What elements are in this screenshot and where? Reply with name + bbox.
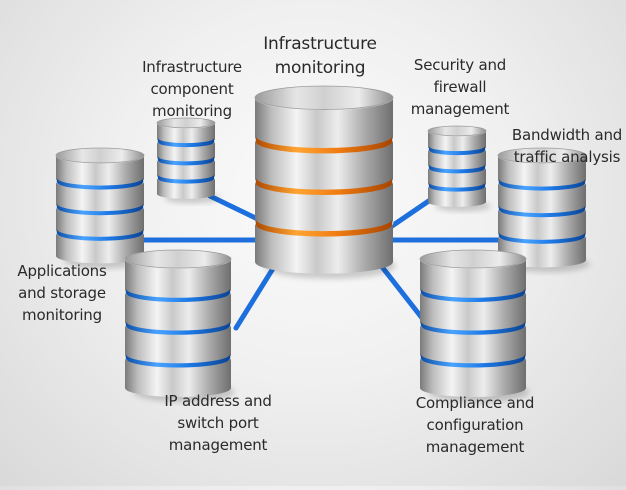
database-icon-applications-storage xyxy=(55,147,148,269)
tier-band xyxy=(126,288,230,303)
tier-band xyxy=(429,164,485,174)
label-line: Infrastructure xyxy=(142,58,242,76)
label-line: Compliance and xyxy=(415,394,535,412)
label-line: management xyxy=(410,100,510,118)
label-line: Bandwidth and xyxy=(511,126,623,144)
tier-band xyxy=(126,354,230,368)
label-line: monitoring xyxy=(152,102,232,120)
tier-band xyxy=(499,179,585,191)
label-line: component xyxy=(150,80,234,98)
label-line: firewall xyxy=(433,78,487,96)
label-infra-component: Infrastructure component monitoring xyxy=(142,56,242,122)
label-line: monitoring xyxy=(22,306,102,324)
label-line: switch port xyxy=(177,414,259,432)
label-line: monitoring xyxy=(274,58,366,78)
database-icon-ip-switch xyxy=(124,249,235,402)
database-icon-compliance-config xyxy=(419,249,530,402)
label-line: Applications xyxy=(17,262,107,280)
label-hub: Infrastructure monitoring xyxy=(263,32,377,80)
tier-band xyxy=(57,203,143,216)
tier-band xyxy=(57,178,143,190)
tier-band xyxy=(158,138,214,148)
tier-band xyxy=(57,229,143,241)
tier-band xyxy=(499,205,585,218)
database-icon-hub xyxy=(254,85,396,279)
tier-band xyxy=(429,146,485,156)
label-line: and storage xyxy=(18,284,106,302)
label-bandwidth-traffic: Bandwidth and traffic analysis xyxy=(512,124,622,168)
tier-band xyxy=(499,232,585,244)
tier-band xyxy=(158,156,214,166)
tier-band xyxy=(126,321,230,335)
tier-band xyxy=(256,177,392,195)
tier-band xyxy=(158,174,214,184)
label-ip-switch: IP address and switch port management xyxy=(164,390,272,456)
label-compliance-config: Compliance and configuration management xyxy=(415,392,535,458)
database-icon-bandwidth-traffic xyxy=(497,147,590,273)
label-line: configuration xyxy=(426,416,524,434)
label-line: Security and xyxy=(413,56,507,74)
tier-band xyxy=(256,219,392,237)
label-security-firewall: Security and firewall management xyxy=(410,54,510,120)
tier-band xyxy=(256,136,392,154)
label-line: management xyxy=(168,436,268,454)
database-icon-infra-component xyxy=(156,117,220,204)
label-line: Infrastructure xyxy=(263,34,377,54)
label-line: IP address and xyxy=(164,392,272,410)
label-line: traffic analysis xyxy=(513,148,621,166)
tier-band xyxy=(429,182,485,192)
label-applications-storage: Applications and storage monitoring xyxy=(17,260,106,326)
tier-band xyxy=(421,321,525,335)
tier-band xyxy=(421,288,525,303)
database-icon-security-firewall xyxy=(427,125,491,212)
tier-band xyxy=(421,354,525,368)
label-line: management xyxy=(425,438,525,456)
